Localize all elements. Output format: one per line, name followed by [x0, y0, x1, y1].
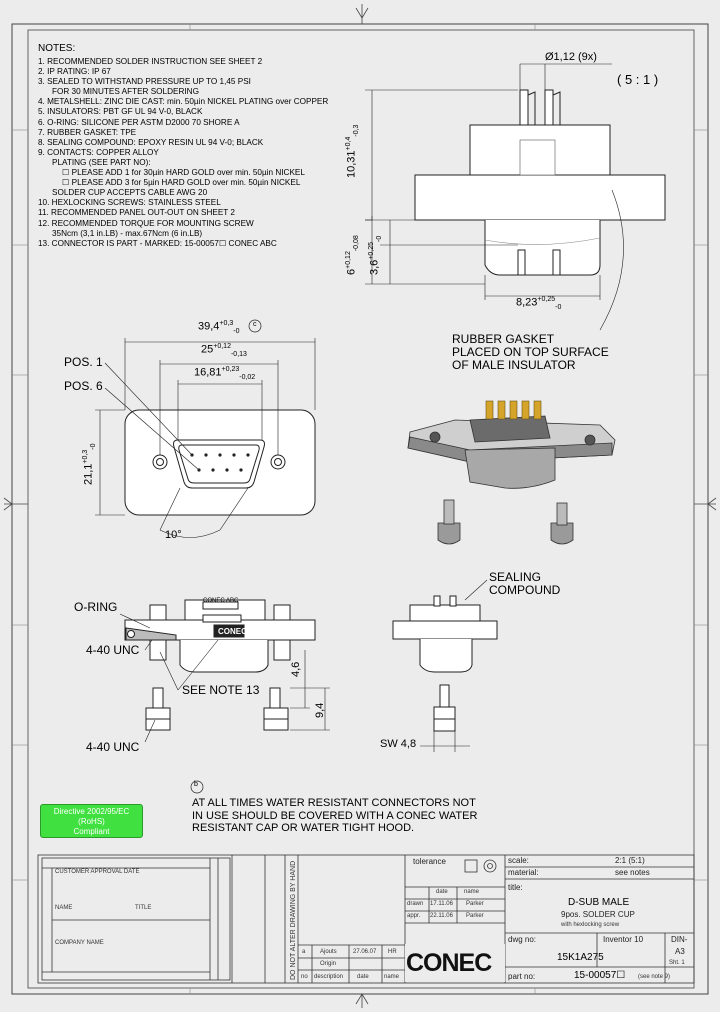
length-dim-1: 39,4+0,3-0 — [198, 320, 240, 335]
see-note-label: SEE NOTE 13 — [182, 683, 260, 697]
unc-label-1: 4-40 UNC — [86, 643, 140, 657]
part-note: (see note 9) — [638, 974, 671, 980]
note-line: 13. CONNECTOR IS PART - MARKED: 15-00057… — [38, 238, 277, 248]
rev-row2-desc: Origin — [320, 961, 337, 967]
tolerance-label: tolerance — [413, 857, 446, 866]
side-section — [124, 599, 316, 673]
note-line: 9. CONTACTS: COPPER ALLOY — [38, 147, 159, 157]
note-line: 1. RECOMMENDED SOLDER INSTRUCTION SEE SH… — [38, 57, 263, 66]
customer-approval-label: CUSTOMER APPROVAL DATE — [55, 869, 140, 875]
note-line: 3. SEALED TO WITHSTAND PRESSURE UP TO 1,… — [38, 77, 251, 87]
scale-label: scale: — [508, 856, 529, 865]
title-field-label: TITLE — [135, 905, 152, 911]
note-line: 11. RECOMMENDED PANEL OUT-OUT ON SHEET 2 — [38, 208, 235, 218]
dim-9-4: 9,4 — [314, 702, 326, 718]
length-dim-2: 25+0,12-0,13 — [201, 343, 247, 358]
note-line: 4. METALSHELL: ZINC DIE CAST: min. 50µin… — [38, 97, 329, 107]
rev-date-header: date — [357, 974, 369, 980]
notes-list: 1. RECOMMENDED SOLDER INSTRUCTION SEE SH… — [38, 57, 328, 249]
rev-row-desc: Ajouts — [320, 949, 337, 955]
rev-name-header: name — [384, 974, 400, 980]
dim-4-6: 4,6 — [290, 661, 302, 677]
marking-label: CONEC ABC — [203, 598, 239, 604]
dwg-label: dwg no: — [508, 935, 537, 944]
note-line: 10. HEXLOCKING SCREWS: STAINLESS STEEL — [38, 198, 221, 208]
sealing-compound-label: SEALING COMPOUND — [489, 570, 561, 597]
rev-row-name: HR — [388, 949, 397, 955]
rohs-badge: Directive 2002/95/EC (RoHS) Compliant — [40, 804, 143, 838]
scale-value: 2:1 (5:1) — [615, 856, 645, 865]
name-header: name — [464, 889, 480, 895]
inventor-label: Inventor 10 — [603, 935, 644, 944]
rev-no-header: no — [301, 974, 308, 980]
dwg-value: 15K1A275 — [557, 952, 604, 963]
title-label: title: — [508, 883, 523, 892]
screws-left — [145, 687, 289, 731]
note-line: ☐ PLEASE ADD 1 for 30µin HARD GOLD over … — [62, 168, 305, 178]
detail-scale-label: ( 5 : 1 ) — [617, 72, 659, 87]
angle-label: 10° — [165, 529, 182, 541]
front-view — [124, 409, 316, 516]
company-field-label: COMPANY NAME — [55, 940, 104, 946]
height-dim-3: 3,6+0,25-0 — [368, 235, 383, 275]
drawn-date: 17.11.06 — [430, 901, 453, 907]
pos6-label: POS. 6 — [64, 379, 103, 393]
din-label: DIN- — [671, 935, 688, 944]
note-line: 12. RECOMMENDED TORQUE FOR MOUNTING SCRE… — [38, 218, 254, 228]
part-value: 15-00057☐ — [574, 970, 626, 981]
side-section-right — [392, 595, 498, 732]
drawn-name: Parker — [466, 901, 484, 907]
note-line: 35Ncm (3,1 in.LB) - max.67Ncm (6 in.LB) — [52, 228, 203, 238]
material-value: see notes — [615, 868, 650, 877]
appr-name: Parker — [466, 913, 484, 919]
height-dim-1: 10,31+0,4-0,3 — [345, 124, 360, 178]
rev-row-date: 27.06.07 — [353, 949, 377, 955]
drawn-label: drawn — [407, 901, 424, 907]
title-line-2: 9pos. SOLDER CUP — [561, 910, 635, 919]
date-header: date — [436, 889, 448, 895]
din-size: A3 — [675, 947, 685, 956]
appr-label: appr. — [407, 913, 421, 919]
note-line: 6. O-RING: SILICONE PER ASTM D2000 70 SH… — [38, 117, 240, 127]
rev-index: a — [302, 949, 306, 955]
sw-label: SW 4,8 — [380, 738, 417, 750]
height-dim-2: 6+0,12-0,08 — [345, 235, 360, 275]
pos1-label: POS. 1 — [64, 355, 103, 369]
notes-title: NOTES: — [38, 43, 76, 54]
rev-desc-header: description — [314, 974, 344, 980]
title-line-1: D-SUB MALE — [568, 897, 630, 908]
part-label: part no: — [508, 972, 536, 981]
appr-date: 22.11.06 — [430, 913, 453, 919]
title-block — [37, 854, 695, 984]
warning-note: AT ALL TIMES WATER RESISTANT CONNECTORS … — [192, 797, 478, 834]
note-line: SOLDER CUP ACCEPTS CABLE AWG 20 — [52, 188, 208, 198]
unc-label-2: 4-40 UNC — [86, 740, 140, 754]
oring-label: O-RING — [74, 600, 118, 614]
side-view-detail — [414, 89, 666, 276]
note-line: FOR 30 MINUTES AFTER SOLDERING — [52, 87, 199, 97]
note-line: PLATING (SEE PART NO): — [52, 157, 151, 167]
title-line-3: with hexlocking screw — [561, 922, 620, 928]
note-line: ☐ PLEASE ADD 3 for 5µin HARD GOLD over m… — [62, 178, 301, 188]
note-b-marker: b — [194, 781, 198, 788]
height-dim-front: 21,1+0,3-0 — [82, 443, 97, 485]
material-label: material: — [508, 868, 539, 877]
rubber-gasket-label: RUBBER GASKET PLACED ON TOP SURFACE OF M… — [452, 332, 609, 372]
length-dim-3: 16,81+0,23-0,02 — [194, 366, 256, 381]
note-c-marker: c — [253, 321, 257, 328]
do-not-alter-text: DO NOT ALTER DRAWING BY HAND — [290, 860, 297, 980]
note-line: 5. INSULATORS: PBT GF UL 94 V-0, BLACK — [38, 107, 203, 117]
svg-text:CONEC: CONEC — [218, 627, 247, 636]
pin-diameter-label: Ø1,12 (9x) — [545, 51, 597, 63]
iso-view — [407, 415, 616, 545]
note-line: 7. RUBBER GASKET: TPE — [38, 127, 137, 137]
note-line: 8. SEALING COMPOUND: EPOXY RESIN UL 94 V… — [38, 137, 264, 147]
sheet-label: Sht. 1 — [669, 960, 685, 966]
name-field-label: NAME — [55, 905, 73, 911]
width-dim-1: 8,23+0,25-0 — [516, 296, 562, 311]
note-line: 2. IP RATING: IP 67 — [38, 67, 111, 77]
conec-logo: CONEC — [406, 949, 492, 977]
